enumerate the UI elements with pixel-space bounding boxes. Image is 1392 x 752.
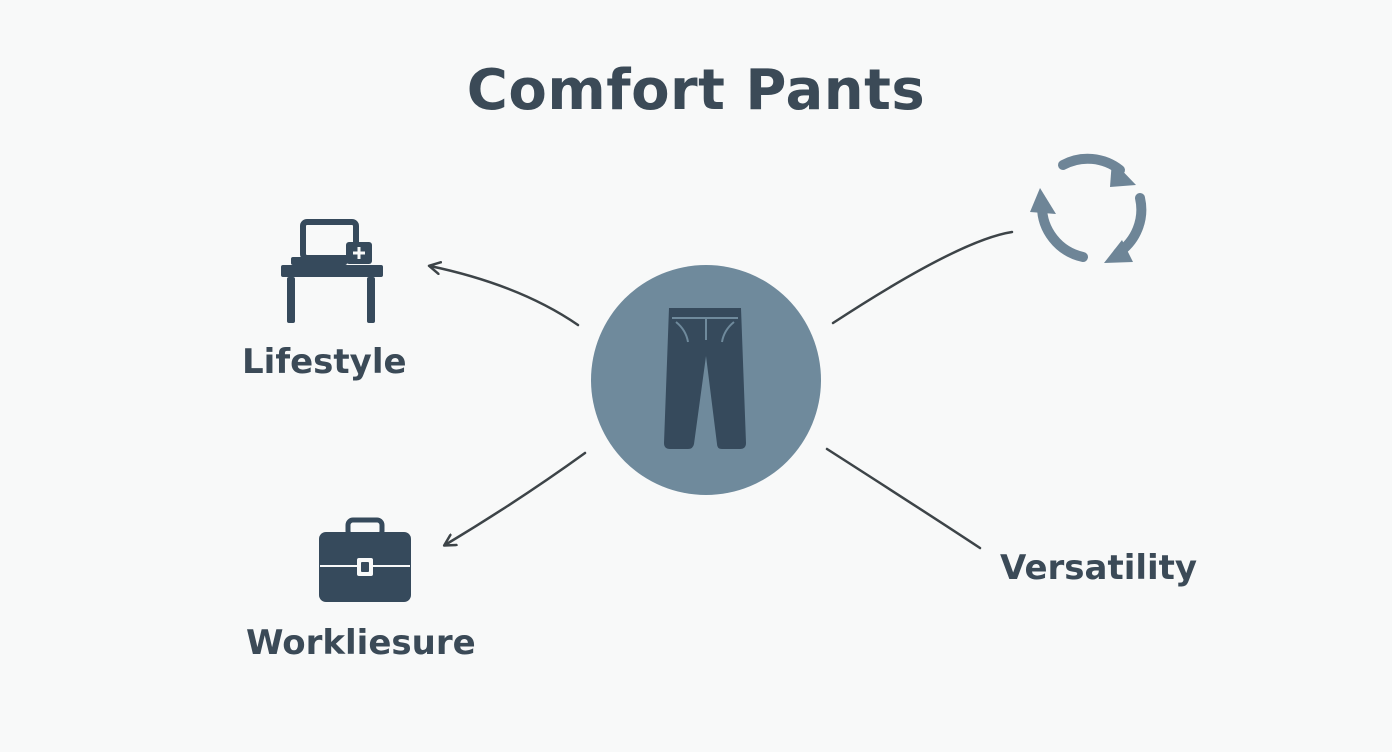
desk-computer-icon [281,219,383,323]
refresh-cycle-arrowheads [1030,160,1136,263]
refresh-cycle-icon [1036,153,1147,262]
connector-lifestyle [430,266,580,327]
connector-versatility-top [831,230,1014,325]
lifestyle-label: Lifestyle [242,342,407,382]
briefcase-icon [319,517,411,602]
connector-versatility-bottom [825,447,982,550]
pants-icon [664,308,746,449]
workleisure-label: Workliesure [246,623,476,663]
hub-circle [591,265,821,495]
connector-workleisure [445,451,587,545]
diagram-title: Comfort Pants [466,58,926,123]
versatility-label: Versatility [1000,548,1198,588]
